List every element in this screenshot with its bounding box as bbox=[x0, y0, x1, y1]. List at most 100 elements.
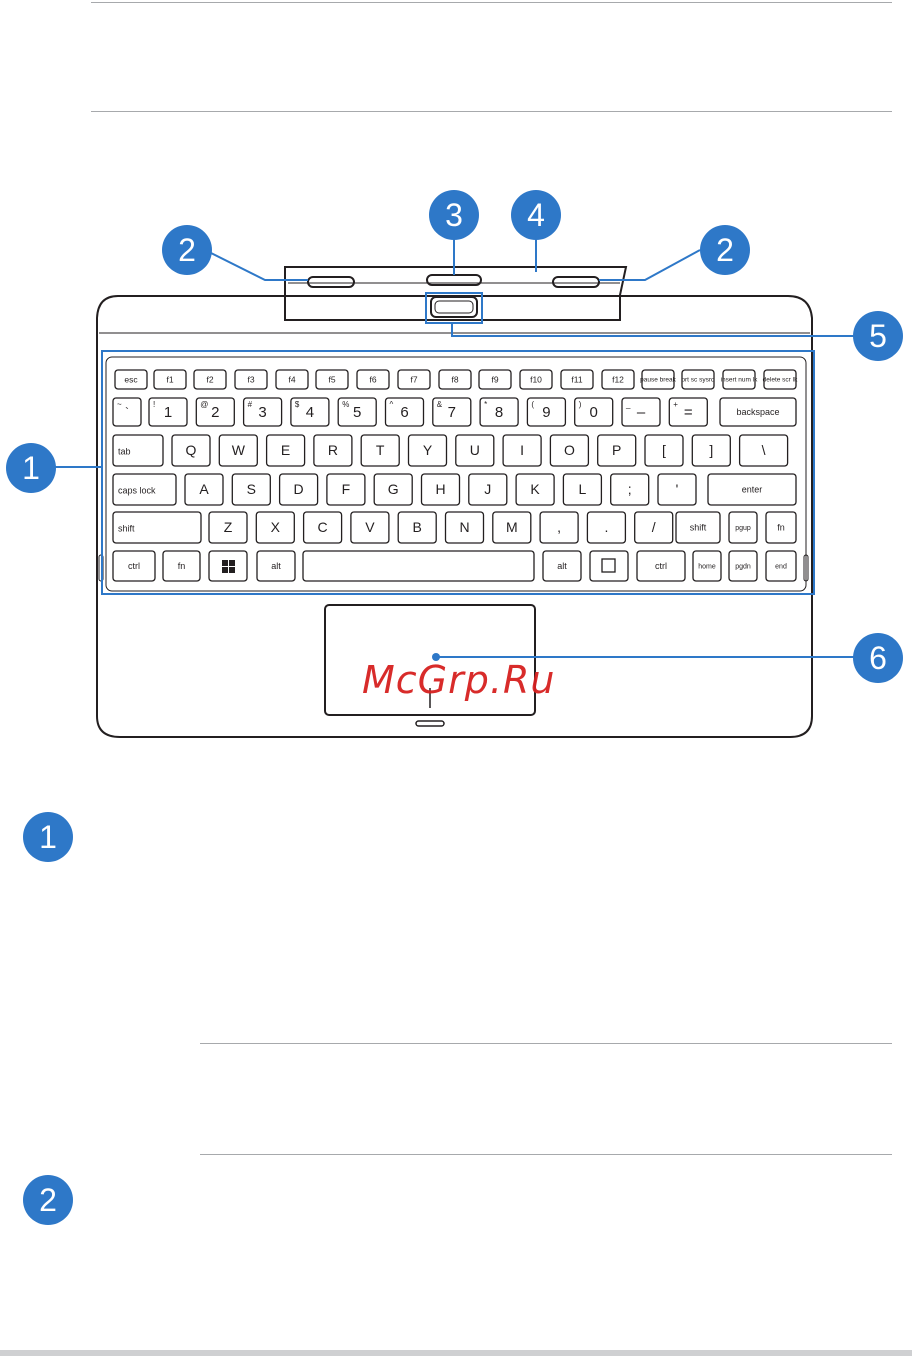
key-a-2-label: D bbox=[294, 481, 304, 497]
key-a-3 bbox=[326, 473, 366, 506]
key-backspace bbox=[719, 397, 797, 427]
top-rule bbox=[91, 2, 892, 3]
key-a-2 bbox=[278, 473, 319, 506]
key-q-6 bbox=[455, 434, 495, 467]
key-q-11 bbox=[691, 434, 731, 467]
windows-logo-icon bbox=[222, 560, 235, 573]
callout-mic: 4 bbox=[511, 190, 561, 240]
key-fn-6 bbox=[356, 369, 390, 390]
watermark-text: McGrp.Ru bbox=[362, 658, 556, 702]
key-fn-12 bbox=[601, 369, 635, 390]
key-num-9-sub: ) bbox=[579, 400, 582, 409]
key-shift-label: shift bbox=[118, 524, 135, 534]
key-num-0-sub: ! bbox=[153, 400, 155, 409]
key-alt bbox=[256, 550, 296, 582]
key-num-11 bbox=[668, 397, 708, 427]
key-fn-14 bbox=[681, 369, 715, 390]
callout-hinge-left: 2 bbox=[162, 225, 212, 275]
key-z-9 bbox=[634, 511, 674, 544]
key-fn bbox=[162, 550, 201, 582]
key-num-4-sub: % bbox=[342, 400, 349, 409]
key-z-1 bbox=[255, 511, 295, 544]
key-num-2-label: 3 bbox=[258, 404, 266, 421]
key-fn-10 bbox=[519, 369, 553, 390]
key-num-3 bbox=[290, 397, 330, 427]
keyboard-base bbox=[96, 295, 813, 738]
key-num-11-label: = bbox=[684, 404, 693, 421]
key-num-5-label: 6 bbox=[400, 404, 408, 421]
key-num-4-label: 5 bbox=[353, 404, 361, 421]
key-z-2-label: C bbox=[318, 519, 328, 535]
key-a-6-label: J bbox=[484, 481, 491, 497]
key-q-2 bbox=[265, 434, 306, 467]
key-a-5-label: H bbox=[435, 481, 445, 497]
header-bottom-rule bbox=[91, 111, 892, 112]
key-caps-label: caps lock bbox=[118, 486, 156, 496]
key-fn-13-label: pause break bbox=[640, 377, 677, 384]
key-q-4-label: T bbox=[376, 442, 385, 458]
key-a-0 bbox=[184, 473, 224, 506]
key-backtick-label: ` bbox=[125, 405, 129, 419]
key-fn-1 bbox=[153, 369, 187, 390]
key-fn-10-label: f10 bbox=[530, 374, 542, 384]
key-backspace-label: backspace bbox=[736, 407, 779, 417]
legend-item-1-number: 1 bbox=[23, 812, 73, 862]
key-num-8 bbox=[526, 397, 567, 427]
key-a-8 bbox=[562, 473, 603, 506]
key-a-1-label: S bbox=[247, 481, 256, 497]
key-z-3-label: V bbox=[365, 519, 375, 535]
key-enter-label: enter bbox=[742, 485, 763, 495]
key-backtick bbox=[112, 397, 142, 427]
key-fn-7 bbox=[397, 369, 431, 390]
key-fn-2 bbox=[193, 369, 227, 390]
key-num-11-sub: + bbox=[673, 400, 678, 409]
key-z-7 bbox=[539, 511, 579, 544]
key-pgdn bbox=[728, 550, 758, 582]
key-z-6 bbox=[492, 511, 532, 544]
key-num-6-label: 7 bbox=[448, 404, 456, 421]
key-a-4-label: G bbox=[388, 481, 399, 497]
note-bottom-rule bbox=[200, 1154, 892, 1155]
key-a-5 bbox=[420, 473, 461, 506]
legend-item-2-number: 2 bbox=[23, 1175, 73, 1225]
key-num-0 bbox=[148, 397, 188, 427]
key-z-8 bbox=[586, 511, 627, 544]
key-q-5 bbox=[407, 434, 448, 467]
key-z-8-label: . bbox=[604, 519, 608, 535]
key-fn-5-label: f5 bbox=[328, 374, 335, 384]
key-q-12 bbox=[738, 434, 789, 467]
key-z-5-label: N bbox=[459, 519, 469, 535]
key-fn-right bbox=[765, 511, 797, 544]
key-a-3-label: F bbox=[342, 481, 351, 497]
key-num-6-sub: & bbox=[437, 400, 443, 409]
callout-latch: 5 bbox=[853, 311, 903, 361]
key-a-4 bbox=[373, 473, 413, 506]
callout-dock-center: 3 bbox=[429, 190, 479, 240]
key-q-8 bbox=[549, 434, 590, 467]
key-num-1-label: 2 bbox=[211, 404, 219, 421]
key-z-7-label: , bbox=[557, 519, 561, 535]
key-z-0-label: Z bbox=[224, 519, 233, 535]
key-shift-right-label: shift bbox=[690, 523, 707, 533]
key-end-label: end bbox=[775, 563, 787, 570]
key-ctrl bbox=[112, 550, 156, 582]
key-num-9 bbox=[574, 397, 614, 427]
key-fn-0 bbox=[114, 369, 148, 390]
key-num-5 bbox=[384, 397, 425, 427]
key-alt-right bbox=[542, 550, 582, 582]
key-num-6 bbox=[432, 397, 472, 427]
callout-touchpad: 6 bbox=[853, 633, 903, 683]
key-fn-2-label: f2 bbox=[206, 374, 213, 384]
key-pgdn-label: pgdn bbox=[735, 563, 751, 570]
key-z-2 bbox=[302, 511, 343, 544]
key-num-8-label: 9 bbox=[542, 404, 550, 421]
key-fn-3 bbox=[234, 369, 268, 390]
key-z-0 bbox=[208, 511, 248, 544]
key-q-7-label: I bbox=[520, 442, 524, 458]
key-fn-label: fn bbox=[178, 561, 186, 571]
key-num-4 bbox=[337, 397, 377, 427]
key-caps bbox=[112, 473, 177, 506]
key-a-1 bbox=[231, 473, 271, 506]
key-num-10-sub: _ bbox=[625, 400, 631, 409]
